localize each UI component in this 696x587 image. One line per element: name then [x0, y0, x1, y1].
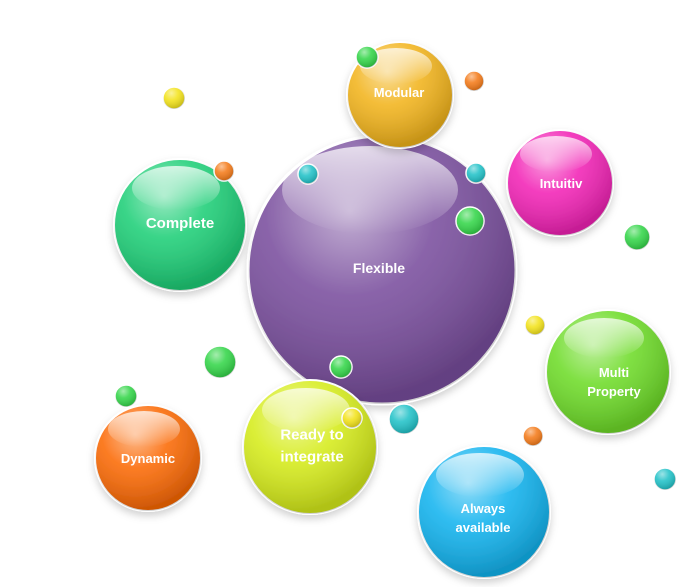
ball-cyan	[297, 163, 319, 185]
ball-orange	[213, 160, 235, 182]
ball-yellow	[341, 407, 363, 429]
ball-yellow	[524, 314, 546, 336]
center-bubble-flexible: Flexible	[246, 134, 518, 406]
bubble-complete: Complete	[113, 158, 247, 292]
bubble-modular-label: Modular	[374, 85, 425, 100]
ball-green	[355, 45, 379, 69]
ball-green	[114, 384, 138, 408]
ball-orange	[522, 425, 544, 447]
bubble-modular: Modular	[346, 41, 454, 149]
ball-green	[455, 206, 485, 236]
bubble-dynamic: Dynamic	[94, 404, 202, 512]
decorative-balls	[114, 45, 677, 491]
ball-orange	[463, 70, 485, 92]
ball-green	[623, 223, 651, 251]
ball-cyan	[388, 403, 420, 435]
ball-green	[203, 345, 237, 379]
ball-cyan	[465, 162, 487, 184]
bubble-complete-label: Complete	[146, 215, 214, 232]
ball-green	[329, 355, 353, 379]
bubble-dynamic-label: Dynamic	[121, 451, 175, 466]
ball-yellow	[162, 86, 186, 110]
ball-cyan	[653, 467, 677, 491]
bubble-intuitiv-label: Intuitiv	[540, 176, 583, 191]
center-bubble-label: Flexible	[353, 260, 405, 276]
bubble-intuitiv: Intuitiv	[506, 129, 614, 237]
